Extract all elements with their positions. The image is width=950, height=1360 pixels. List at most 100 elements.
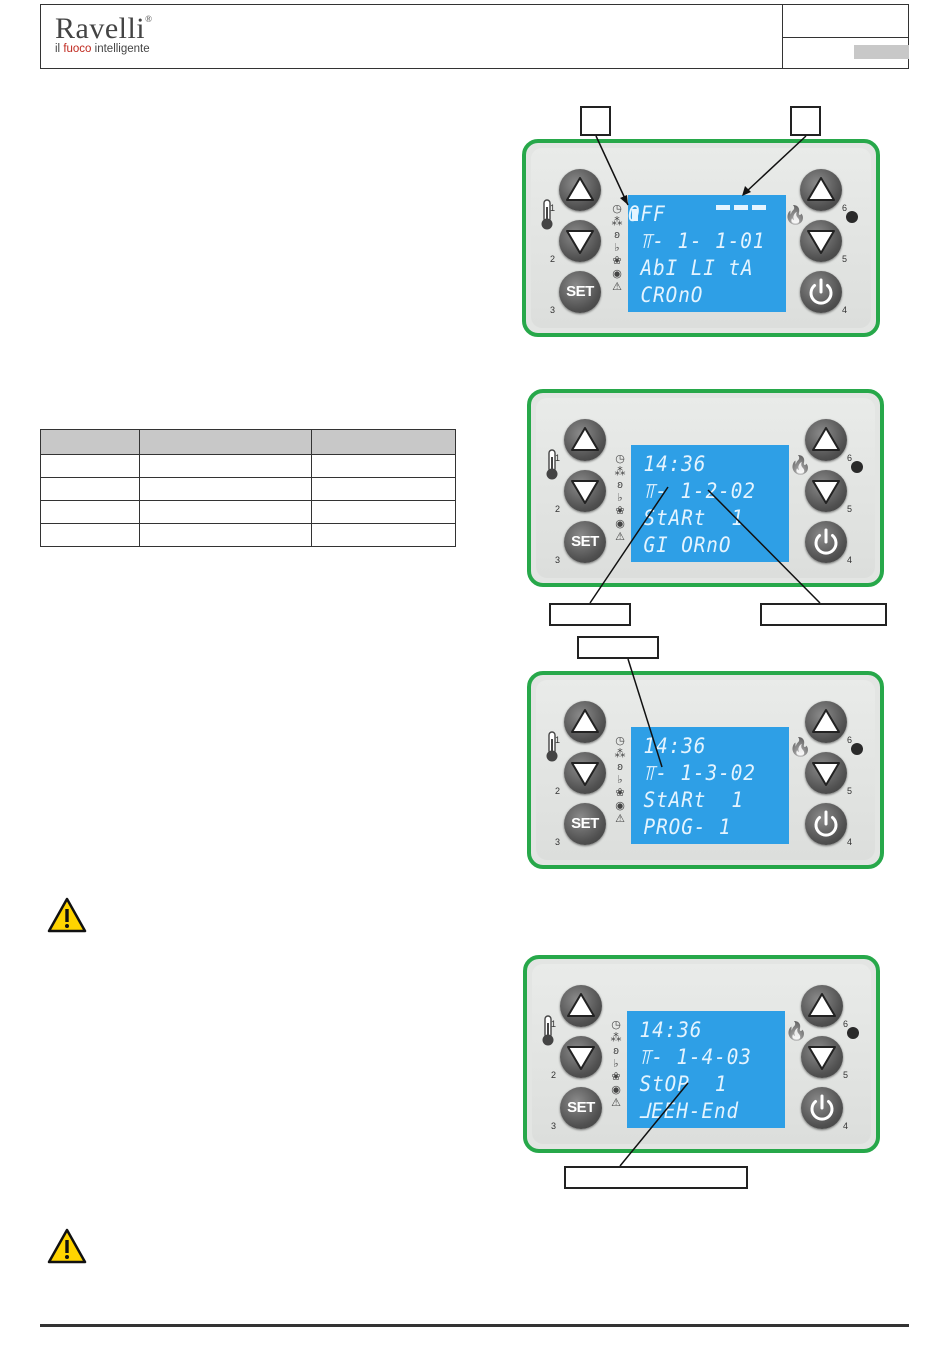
button-number: 6 [847, 453, 853, 463]
status-icon: ʚ [617, 761, 623, 773]
button-number: 5 [847, 504, 853, 514]
button-number: 3 [555, 555, 561, 565]
button-number: 2 [555, 504, 561, 514]
page-header [40, 4, 909, 69]
callout-box [564, 1166, 748, 1189]
warning-triangle-icon [47, 1228, 87, 1264]
leader-line [707, 489, 821, 604]
lcd-line: CROnO [628, 283, 704, 307]
thermometer-icon [545, 731, 559, 763]
lcd-line: ⫪- 1- 1-01 [628, 229, 766, 253]
down-button[interactable] [800, 220, 842, 262]
button-number: 5 [842, 254, 848, 264]
arrow-down-icon [807, 230, 835, 254]
down-button[interactable] [805, 752, 847, 794]
button-number: 1 [551, 1019, 557, 1029]
status-icon: ❀ [611, 1071, 621, 1083]
status-icon: ⁂ [611, 216, 623, 228]
power-icon [814, 528, 838, 555]
status-icon: ♭ [617, 492, 623, 504]
status-icon-column: ◷⁂ʚ♭❀◉⚠ [611, 735, 629, 826]
up-button[interactable] [800, 169, 842, 211]
lcd-line: PROG- 1 [631, 815, 732, 839]
button-number: 1 [555, 735, 561, 745]
button-number: 2 [555, 786, 561, 796]
status-icon: ⚠ [615, 813, 625, 825]
status-icon: ♭ [613, 1058, 619, 1070]
leader-arrowhead [742, 186, 751, 196]
thermometer-icon [541, 1015, 555, 1047]
down-button[interactable] [564, 752, 606, 794]
status-icon: ◷ [612, 203, 622, 215]
lcd-cursor-block [632, 209, 638, 221]
status-icon: ❀ [615, 505, 625, 517]
status-icon: ⁂ [610, 1032, 622, 1044]
arrow-down-icon [571, 762, 599, 786]
up-button[interactable] [564, 419, 606, 461]
up-button[interactable] [559, 169, 601, 211]
flame-icon: 🔥 [789, 455, 812, 475]
lcd-display: 14:36 ⫪- 1-4-03 StOP 1 ⅃EEH-End [627, 1011, 785, 1128]
down-button[interactable] [559, 220, 601, 262]
power-button[interactable] [801, 1087, 843, 1129]
status-icon: ⚠ [611, 1097, 621, 1109]
arrow-up-icon [812, 709, 840, 733]
lcd-segment-bar [752, 205, 766, 210]
arrow-up-icon [812, 427, 840, 451]
power-icon [810, 1094, 834, 1121]
header-cell-divider [783, 37, 909, 38]
set-button[interactable]: SET [564, 803, 606, 845]
power-button[interactable] [805, 521, 847, 563]
button-number: 4 [843, 1121, 849, 1131]
power-icon [809, 278, 833, 305]
status-icon: ⚠ [612, 281, 622, 293]
status-icon: ◉ [612, 268, 622, 280]
up-button[interactable] [805, 419, 847, 461]
status-icon: ♭ [614, 242, 620, 254]
table-header-cell [40, 429, 140, 455]
down-button[interactable] [560, 1036, 602, 1078]
status-icon-column: ◷⁂ʚ♭❀◉⚠ [607, 1019, 625, 1110]
settings-table [40, 429, 456, 547]
status-icon: ◷ [615, 453, 625, 465]
tagline-pre: il [55, 43, 64, 55]
leader-arrowhead [620, 195, 628, 205]
indicator-led [851, 743, 863, 755]
brand-name: Ravelli [55, 12, 146, 45]
thermometer-icon [540, 199, 554, 231]
tagline-post: intelligente [91, 43, 150, 55]
arrow-up-icon [571, 709, 599, 733]
down-button[interactable] [801, 1036, 843, 1078]
power-button[interactable] [800, 271, 842, 313]
button-number: 5 [843, 1070, 849, 1080]
lcd-display: 14:36 ⫪- 1-3-02 StARt 1 PROG- 1 [631, 727, 789, 844]
power-button[interactable] [805, 803, 847, 845]
lcd-segment-bar [734, 205, 748, 210]
up-button[interactable] [801, 985, 843, 1027]
up-button[interactable] [564, 701, 606, 743]
set-button[interactable]: SET [564, 521, 606, 563]
set-button[interactable]: SET [560, 1087, 602, 1129]
status-icon: ⚠ [615, 531, 625, 543]
tagline-highlight: fuoco [63, 43, 92, 55]
warning-triangle-icon [47, 897, 87, 933]
status-icon: ◷ [615, 735, 625, 747]
table-row [40, 477, 456, 501]
button-number: 1 [550, 203, 556, 213]
up-button[interactable] [805, 701, 847, 743]
down-button[interactable] [805, 470, 847, 512]
button-number: 3 [550, 305, 556, 315]
status-icon: ʚ [613, 1045, 619, 1057]
button-number: 3 [555, 837, 561, 847]
down-button[interactable] [564, 470, 606, 512]
button-number: 6 [847, 735, 853, 745]
set-button[interactable]: SET [559, 271, 601, 313]
footer-rule [40, 1324, 909, 1327]
up-button[interactable] [560, 985, 602, 1027]
leader-line [595, 135, 629, 206]
button-number: 5 [847, 786, 853, 796]
arrow-down-icon [567, 1046, 595, 1070]
